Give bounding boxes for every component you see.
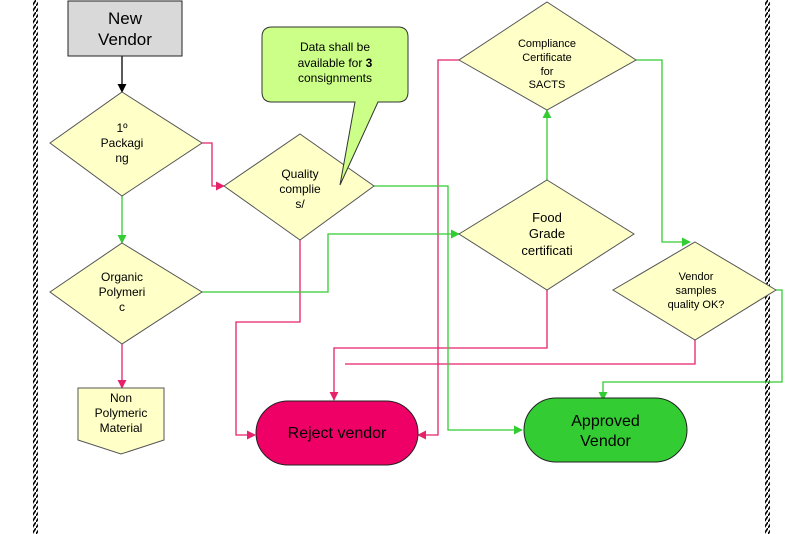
non-polymeric-material-shape bbox=[77, 387, 165, 455]
quality-complies-label: Quality complie s/ bbox=[279, 167, 321, 211]
compliance-certificate-label: Compliance Certificate for SACTS bbox=[517, 38, 577, 88]
vendor-samples-label: Vendor samples quality OK? bbox=[667, 271, 725, 311]
non-polymeric-label: Non Polymeric Material bbox=[94, 391, 148, 435]
callout-bubble bbox=[261, 26, 409, 186]
primary-packaging-diamond bbox=[49, 91, 203, 197]
approved-vendor-label: Approved Vendor bbox=[571, 413, 640, 450]
connector-quality-to-approved bbox=[374, 185, 523, 435]
quality-complies-diamond bbox=[223, 133, 375, 241]
connector-compliance-to-reject bbox=[417, 59, 459, 440]
compliance-certificate-diamond bbox=[458, 1, 637, 111]
reject-vendor-terminal bbox=[255, 400, 419, 466]
connector-quality-to-reject bbox=[235, 240, 301, 440]
new-vendor-label: New Vendor bbox=[98, 9, 152, 50]
reject-vendor-label: Reject vendor bbox=[287, 425, 387, 442]
left-page-border bbox=[33, 0, 38, 534]
connector-compliance-to-samples bbox=[636, 59, 691, 247]
organic-polymeric-diamond bbox=[49, 242, 203, 345]
connector-organic-to-foodgrade bbox=[202, 229, 460, 293]
right-page-border bbox=[765, 0, 770, 534]
new-vendor-box bbox=[67, 0, 183, 57]
connector-samples-to-reject bbox=[345, 340, 696, 365]
connector-packaging-to-quality bbox=[202, 142, 225, 191]
connector-foodgrade-to-reject bbox=[329, 290, 548, 401]
vendor-samples-diamond bbox=[612, 241, 777, 341]
connector-samples-to-approved bbox=[598, 289, 783, 401]
callout-text: Data shall be available for 3 consignmen… bbox=[297, 40, 373, 86]
approved-vendor-terminal bbox=[523, 397, 688, 463]
food-grade-diamond bbox=[458, 179, 635, 291]
food-grade-label: Food Grade certificati bbox=[521, 210, 573, 258]
organic-polymeric-label: Organic Polymeri c bbox=[98, 270, 146, 314]
primary-packaging-label: 1º Packagi ng bbox=[100, 121, 144, 165]
